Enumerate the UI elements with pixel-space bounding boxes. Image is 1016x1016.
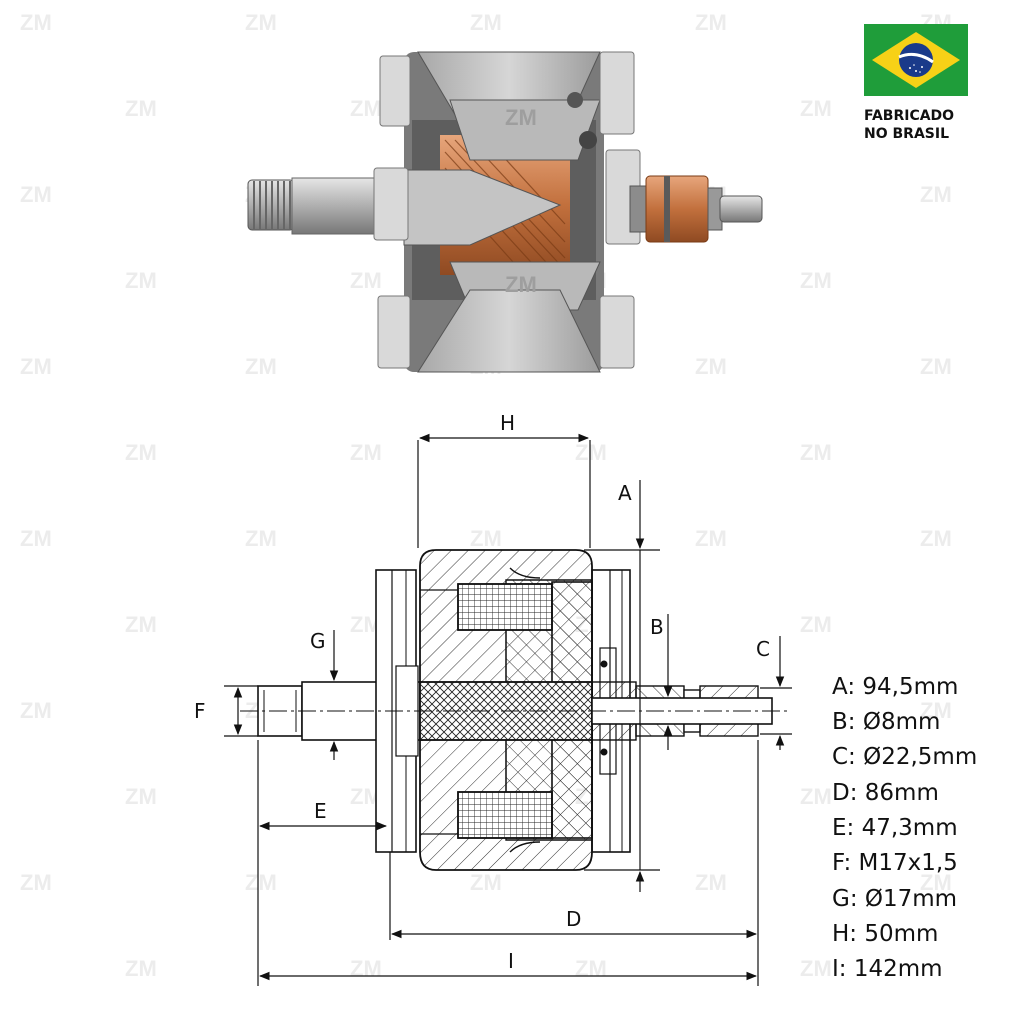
dim-label-b: B	[650, 615, 664, 639]
flag-caption: FABRICADO NO BRASIL	[864, 107, 968, 143]
watermark-text: ZM	[800, 956, 832, 981]
watermark-text: ZM	[245, 870, 277, 895]
rotor-technical-drawing	[240, 549, 790, 871]
watermark-text: ZM	[800, 784, 832, 809]
spec-d: D: 86mm	[832, 780, 939, 806]
dim-label-c: C	[756, 637, 770, 661]
flag-caption-line2: NO BRASIL	[864, 126, 949, 142]
slip-ring	[629, 175, 763, 243]
watermark-text: ZM	[125, 784, 157, 809]
dim-label-i: I	[508, 949, 514, 973]
flag-caption-line1: FABRICADO	[864, 108, 955, 124]
dim-label-h: H	[500, 411, 515, 435]
watermark-text: ZM	[245, 10, 277, 35]
rotor-body: ZM ZM	[403, 51, 604, 373]
watermark-text: ZM	[350, 956, 382, 981]
watermark-text: ZM	[125, 440, 157, 465]
spec-f: F: M17x1,5	[832, 850, 958, 876]
watermark-text: ZM	[800, 612, 832, 637]
watermark-text: ZM	[575, 956, 607, 981]
fan-clips-right	[599, 51, 641, 369]
threaded-shaft-end	[247, 177, 383, 235]
spec-h: H: 50mm	[832, 921, 939, 947]
watermark-text: ZM	[695, 10, 727, 35]
watermark-text: ZM	[695, 870, 727, 895]
rotor-photo: ZM ZM	[247, 51, 763, 373]
watermark-text: ZM	[695, 526, 727, 551]
watermark-text: ZM	[350, 440, 382, 465]
drawing-winding-top	[457, 583, 553, 631]
watermark-text: ZM	[800, 440, 832, 465]
watermark-text: ZM	[350, 268, 382, 293]
watermark-text: ZM	[20, 182, 52, 207]
dim-label-a: A	[618, 481, 632, 505]
dimension-letters: H A B C D E F G I	[194, 411, 770, 973]
photo-emblem: ZM	[505, 105, 537, 130]
watermark-text: ZM	[20, 698, 52, 723]
spec-g: G: Ø17mm	[832, 886, 958, 912]
watermark-text: ZM	[125, 268, 157, 293]
brazil-flag-icon	[864, 24, 968, 96]
watermark-text: ZM	[245, 526, 277, 551]
watermark-text: ZM	[125, 956, 157, 981]
watermark-text: ZM	[920, 698, 952, 723]
drawing-winding-bottom	[457, 791, 553, 839]
watermark-text: ZM	[920, 354, 952, 379]
flag-globe	[899, 43, 933, 77]
watermark-text: ZM	[575, 440, 607, 465]
watermark-text: ZM	[695, 354, 727, 379]
watermark-text: ZM	[920, 870, 952, 895]
watermark-text: ZM	[20, 870, 52, 895]
watermark-text: ZM	[470, 10, 502, 35]
dim-label-d: D	[566, 907, 581, 931]
spec-b: B: Ø8mm	[832, 709, 941, 735]
watermark-text: ZM	[125, 612, 157, 637]
made-in-brazil-badge: FABRICADO NO BRASIL	[864, 24, 968, 143]
spec-c: C: Ø22,5mm	[832, 744, 978, 770]
watermark-text: ZM	[20, 10, 52, 35]
photo-emblem-lower: ZM	[505, 272, 537, 297]
spec-a: A: 94,5mm	[832, 674, 959, 700]
dim-label-f: F	[194, 699, 206, 723]
watermark-text: ZM	[800, 96, 832, 121]
watermark-text: ZM	[470, 526, 502, 551]
spec-e: E: 47,3mm	[832, 815, 958, 841]
fan-clips-left	[373, 55, 411, 369]
watermark-text: ZM	[920, 182, 952, 207]
dim-label-e: E	[314, 799, 327, 823]
dim-label-g: G	[310, 629, 326, 653]
watermark-text: ZM	[245, 354, 277, 379]
watermark-text: ZM	[920, 526, 952, 551]
watermark-text: ZM	[20, 526, 52, 551]
dimension-lines	[224, 433, 792, 986]
watermark-text: ZM	[470, 870, 502, 895]
watermark-text: ZM	[125, 96, 157, 121]
spec-i: I: 142mm	[832, 956, 943, 982]
watermark-text: ZM	[350, 96, 382, 121]
watermark-text: ZM	[20, 354, 52, 379]
watermark-text: ZM	[800, 268, 832, 293]
